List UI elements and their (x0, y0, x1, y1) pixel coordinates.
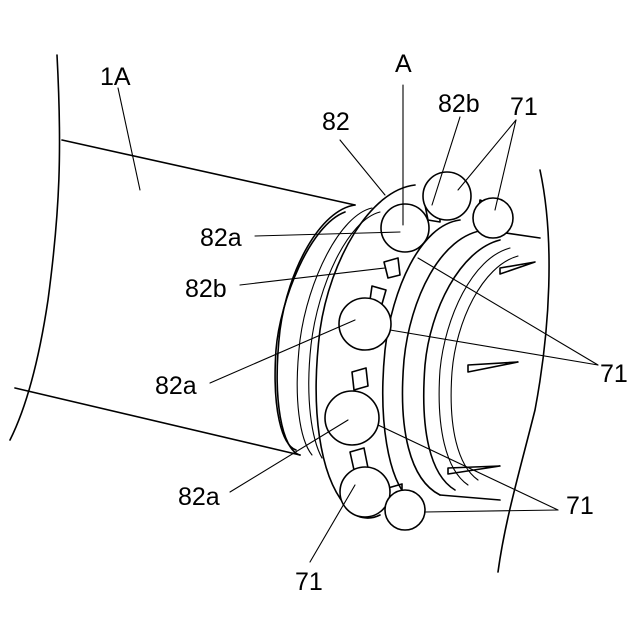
housing-left-edge (10, 55, 60, 440)
leader-71-right-b (390, 330, 598, 365)
retainer-pocket-4 (352, 368, 368, 390)
ball-6 (340, 467, 390, 517)
ball-1 (423, 172, 471, 220)
label-retainer: 82 (322, 108, 350, 136)
leader-71-bottom (310, 485, 355, 562)
label-shaft: 1A (100, 63, 131, 91)
label-section: A (395, 50, 412, 78)
leader-82a-2 (210, 320, 355, 383)
label-pocket-left: 82b (185, 275, 227, 303)
label-opening-3: 82a (178, 483, 220, 511)
leader-82 (340, 140, 385, 195)
ball-3 (473, 198, 513, 238)
label-ball-lower-right: 71 (566, 492, 594, 520)
ball-2 (381, 204, 429, 252)
inner-ring-bottom-edge (440, 495, 500, 500)
label-ball-bottom: 71 (295, 568, 323, 596)
label-opening-1: 82a (200, 224, 242, 252)
label-opening-2: 82a (155, 372, 197, 400)
ball-5 (325, 391, 379, 445)
spline-groove-2 (468, 362, 518, 372)
shaft-top-edge (62, 140, 355, 205)
leader-82a-1 (255, 232, 400, 236)
inner-ring-face-outer (403, 230, 486, 495)
leader-82b-left (240, 268, 385, 285)
label-ball-top: 71 (510, 93, 538, 121)
retainer-pocket-2 (384, 258, 400, 278)
ball-7 (385, 490, 425, 530)
label-pocket-top: 82b (438, 90, 480, 118)
leader-71-right-a (418, 258, 598, 365)
label-ball-right: 71 (600, 360, 628, 388)
spline-groove-1 (500, 262, 535, 274)
leader-1A (118, 88, 140, 190)
leader-71-lower-b (425, 510, 558, 512)
